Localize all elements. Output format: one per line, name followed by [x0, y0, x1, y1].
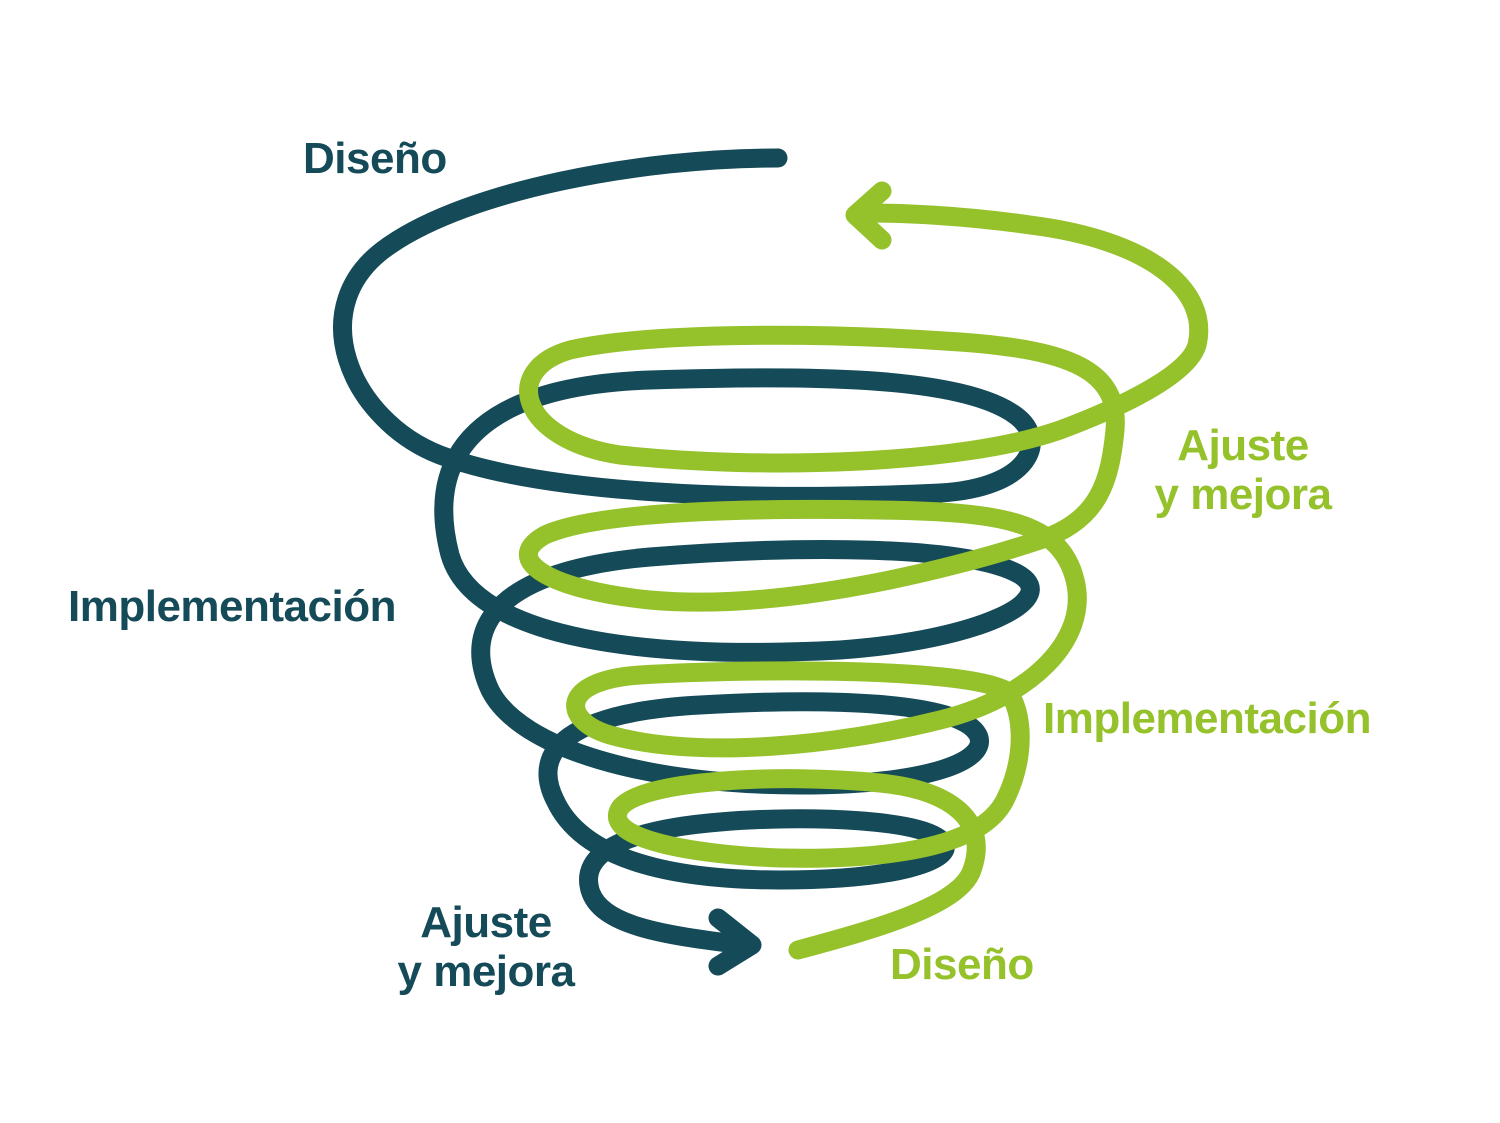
label-green-adjust-line1: Ajuste: [1177, 421, 1309, 470]
label-dark-adjust-line2: y mejora: [397, 947, 575, 997]
dark-spiral-path: [333, 148, 1041, 955]
label-green-design: Diseño: [890, 940, 1034, 989]
label-green-adjust: Ajuste y mejora: [1138, 421, 1348, 520]
label-green-implementation: Implementación: [1043, 694, 1371, 743]
label-dark-adjust-line1: Ajuste: [420, 898, 552, 947]
label-dark-adjust: Ajuste y mejora: [382, 898, 590, 997]
label-green-adjust-line2: y mejora: [1154, 470, 1332, 520]
green-arrowhead: [845, 181, 892, 250]
dark-arrowhead: [708, 908, 762, 976]
label-dark-implementation: Implementación: [68, 582, 396, 631]
green-spiral-path: [518, 203, 1209, 960]
label-dark-design: Diseño: [303, 134, 447, 183]
